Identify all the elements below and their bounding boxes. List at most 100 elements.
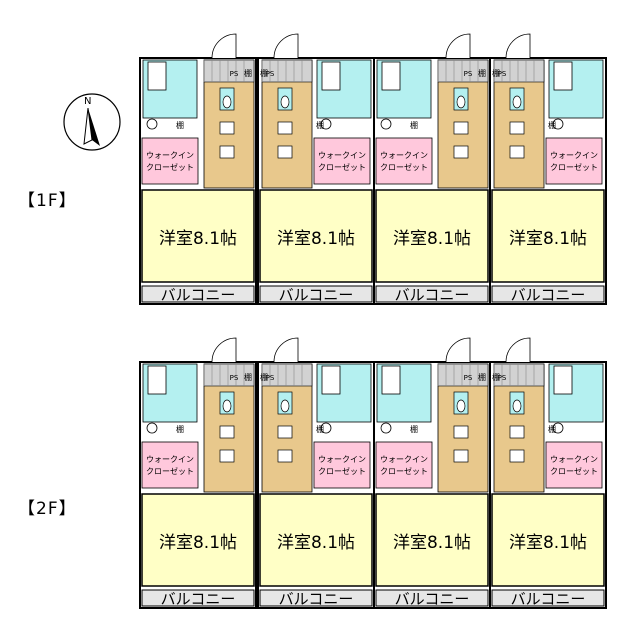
stair-area: [437, 363, 489, 387]
stair-area: [493, 363, 545, 387]
stove-icon: [509, 425, 525, 439]
stove-icon: [219, 425, 235, 439]
entrance-door-icon: [445, 33, 471, 59]
washbasin-icon: [146, 422, 158, 434]
floor-2f-plan: 棚棚PSウォークインクローゼット洋室8.1帖バルコニー棚棚PSウォークインクロー…: [139, 337, 607, 609]
stair-area: [261, 363, 313, 387]
walk-in-closet: [545, 441, 603, 489]
shelf-label: 棚: [260, 68, 268, 78]
bathtub-icon: [381, 61, 401, 91]
shelf-label: 棚: [548, 424, 556, 434]
north-arrow-icon: [88, 108, 100, 146]
closet-label-line2: クローゼット: [318, 162, 366, 172]
western-room-label: 洋室8.1帖: [393, 533, 471, 553]
closet-label-line2: クローゼット: [550, 162, 598, 172]
western-room-label: 洋室8.1帖: [393, 229, 471, 249]
entrance-door-icon: [445, 337, 471, 363]
closet-label-line1: ウォークイン: [318, 151, 366, 160]
closet-label-line2: クローゼット: [550, 466, 598, 476]
balcony: [375, 285, 489, 303]
ps-label: PS: [230, 374, 239, 382]
walk-in-closet: [141, 441, 199, 489]
washbasin-icon: [552, 422, 564, 434]
stair-area: [437, 59, 489, 83]
western-room: [491, 493, 605, 587]
balcony: [259, 285, 373, 303]
western-room: [491, 189, 605, 283]
balcony: [491, 589, 605, 607]
balcony-label: バルコニー: [279, 590, 354, 608]
western-room: [259, 493, 373, 587]
washbasin-icon: [320, 422, 332, 434]
washbasin-icon: [146, 118, 158, 130]
floor-1f-plan: 棚棚PSウォークインクローゼット洋室8.1帖バルコニー棚棚PSウォークインクロー…: [139, 33, 607, 305]
shelf-label: 棚: [478, 68, 486, 78]
shelf-label: 棚: [244, 68, 252, 78]
entrance-door-icon: [505, 337, 531, 363]
western-room-label: 洋室8.1帖: [159, 229, 237, 249]
closet-label-line2: クローゼット: [380, 466, 428, 476]
kitchen-sink-icon: [277, 449, 293, 463]
toilet-icon: [512, 95, 522, 109]
stove-icon: [277, 121, 293, 135]
ps-label: PS: [498, 70, 507, 78]
ps-label: PS: [266, 374, 275, 382]
closet-label-line2: クローゼット: [146, 466, 194, 476]
compass: N: [63, 93, 121, 151]
floor-label-2f: 【2F】: [18, 499, 77, 519]
bathtub-icon: [553, 61, 573, 91]
balcony: [141, 589, 255, 607]
ps-label: PS: [230, 70, 239, 78]
western-room-label: 洋室8.1帖: [509, 533, 587, 553]
entrance-door-icon: [505, 33, 531, 59]
bathtub-icon: [147, 365, 167, 395]
shelf-label: 棚: [410, 120, 418, 130]
shelf-label: 棚: [260, 372, 268, 382]
walk-in-closet: [375, 137, 433, 185]
balcony-label: バルコニー: [395, 286, 470, 304]
shelf-label: 棚: [492, 68, 500, 78]
washbasin-icon: [380, 422, 392, 434]
balcony: [259, 589, 373, 607]
kitchen-sink-icon: [219, 145, 235, 159]
stove-icon: [509, 121, 525, 135]
ps-label: PS: [498, 374, 507, 382]
toilet-icon: [222, 95, 232, 109]
entrance-door-icon: [273, 337, 299, 363]
shelf-label: 棚: [478, 372, 486, 382]
closet-label-line1: ウォークイン: [146, 151, 194, 160]
western-room-label: 洋室8.1帖: [159, 533, 237, 553]
toilet-icon: [512, 399, 522, 413]
kitchen-sink-icon: [277, 145, 293, 159]
shelf-label: 棚: [316, 120, 324, 130]
balcony-label: バルコニー: [511, 286, 586, 304]
entrance-door-icon: [211, 337, 237, 363]
stair-area: [261, 59, 313, 83]
closet-label-line1: ウォークイン: [380, 151, 428, 160]
closet-label-line2: クローゼット: [380, 162, 428, 172]
balcony-label: バルコニー: [511, 590, 586, 608]
stove-icon: [453, 121, 469, 135]
bathtub-icon: [321, 365, 341, 395]
shelf-label: 棚: [176, 424, 184, 434]
ps-label: PS: [464, 374, 473, 382]
entrance-door-icon: [273, 33, 299, 59]
western-room: [141, 493, 255, 587]
washbasin-icon: [552, 118, 564, 130]
closet-label-line1: ウォークイン: [318, 455, 366, 464]
north-label: N: [84, 96, 91, 107]
balcony-label: バルコニー: [279, 286, 354, 304]
closet-label-line1: ウォークイン: [146, 455, 194, 464]
walk-in-closet: [313, 137, 371, 185]
western-room: [375, 189, 489, 283]
stove-icon: [453, 425, 469, 439]
ps-label: PS: [266, 70, 275, 78]
bathtub-icon: [321, 61, 341, 91]
closet-label-line2: クローゼット: [318, 466, 366, 476]
